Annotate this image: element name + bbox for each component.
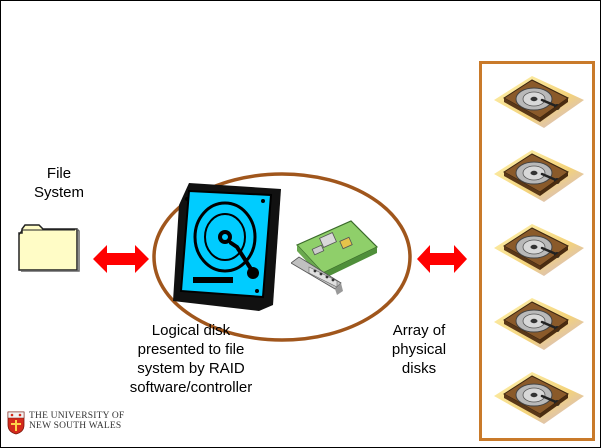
physical-disk-icon [494, 224, 584, 276]
university-name: THE UNIVERSITY OF NEW SOUTH WALES [29, 411, 125, 431]
array-label: Array of physical disks [391, 322, 447, 377]
physical-disk-icon [494, 372, 584, 424]
logical-disk-ellipse [152, 172, 412, 342]
raid-controller-card-icon [291, 220, 379, 295]
double-arrow-icon [93, 245, 149, 273]
physical-disk-icon [494, 298, 584, 350]
physical-disk-array [479, 61, 595, 441]
hard-disk-icon [173, 183, 281, 311]
physical-disk-icon [494, 150, 584, 202]
logical-disk-label: Logical disk presented to file system by… [129, 322, 253, 396]
double-arrow-icon [417, 245, 467, 273]
folder-icon [18, 224, 80, 272]
university-logo: THE UNIVERSITY OF NEW SOUTH WALES [7, 409, 147, 443]
file-system-label: File System [33, 165, 84, 201]
crest-icon [7, 411, 25, 435]
physical-disk-icon [494, 76, 584, 128]
